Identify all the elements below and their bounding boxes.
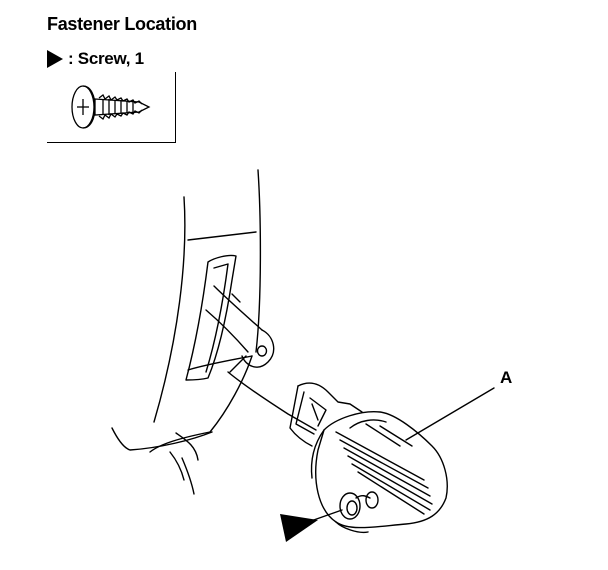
handle-part-a (289, 382, 448, 534)
legend-label: : Screw, 1 (68, 49, 144, 68)
hinge-arm (205, 285, 275, 373)
fastener-legend: : Screw, 1 (47, 48, 144, 70)
slot-opening (185, 254, 237, 381)
callout-label-a: A (500, 368, 513, 387)
alignment-line (227, 371, 317, 431)
body-panel (111, 169, 262, 495)
screw-icon (71, 85, 151, 129)
triangle-pointer-icon (47, 50, 63, 68)
callout-leader-a (405, 387, 495, 441)
page-title: Fastener Location (47, 14, 197, 34)
screw-illustration-box (47, 72, 176, 143)
screw-pointer-icon (280, 514, 318, 542)
